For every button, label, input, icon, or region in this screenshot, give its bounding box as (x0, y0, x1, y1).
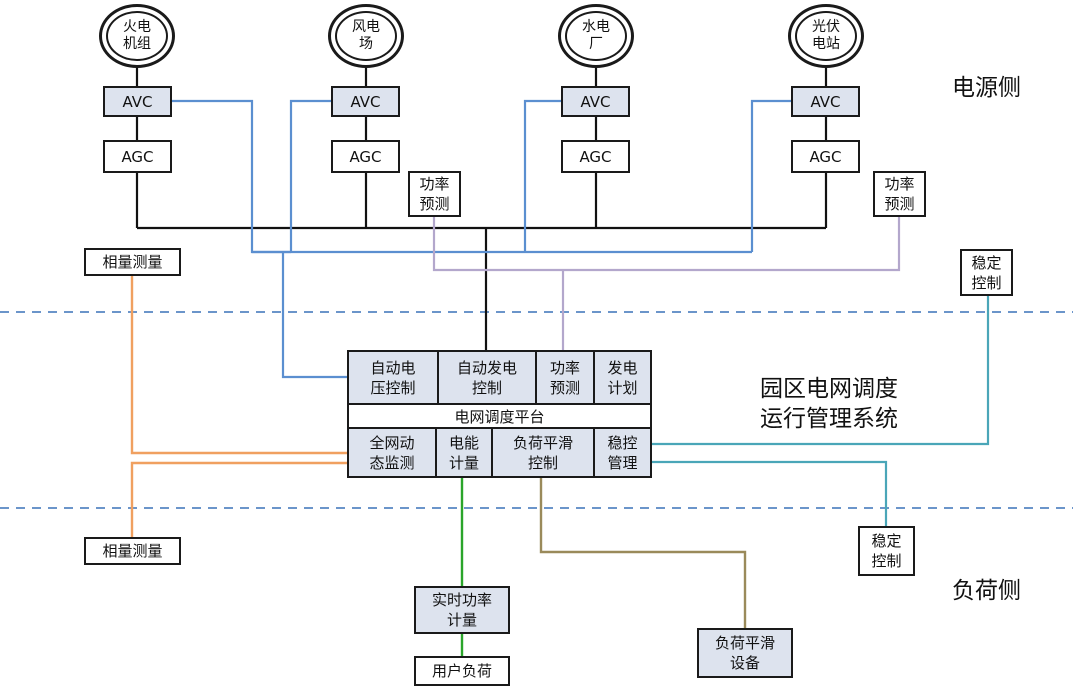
avc-lines (172, 99, 791, 379)
agc-box: AGC (561, 140, 630, 173)
avc-box: AVC (791, 86, 860, 117)
generator-label: 火电 机组 (106, 11, 168, 61)
thermal-generator: 火电 机组 (99, 4, 175, 68)
cell-divider (535, 352, 537, 403)
power-forecast-cell: 功率 预测 (537, 352, 593, 403)
platform-title: 电网调度平台 (349, 403, 650, 429)
energy-metering-cell: 电能 计量 (437, 429, 491, 476)
load-smoothing-device-box: 负荷平滑 设备 (697, 628, 793, 678)
forecast-lines (432, 216, 901, 350)
power-forecast-box: 功率 预测 (408, 171, 461, 217)
cell-divider (491, 429, 493, 476)
stability-management-cell: 稳控 管理 (595, 429, 650, 476)
cell-divider (437, 352, 439, 403)
hydro-plant-generator: 水电 厂 (558, 4, 634, 68)
generator-label: 水电 厂 (565, 11, 627, 61)
load-smoothing-control-cell: 负荷平滑 控制 (493, 429, 593, 476)
realtime-power-metering-box: 实时功率 计量 (414, 586, 510, 634)
avc-box: AVC (561, 86, 630, 117)
stability-lines (652, 296, 990, 527)
wind-farm-generator: 风电 场 (328, 4, 404, 68)
dynamic-monitoring-cell: 全网动 态监测 (349, 429, 435, 476)
cell-divider (593, 429, 595, 476)
agc-box: AGC (331, 140, 400, 173)
auto-voltage-control-cell: 自动电 压控制 (349, 352, 437, 403)
pv-station-generator: 光伏 电站 (788, 4, 864, 68)
system-name-label: 园区电网调度 运行管理系统 (760, 376, 898, 432)
phasor-lines (130, 274, 347, 539)
dispatch-platform: 自动电 压控制 自动发电 控制 功率 预测 发电 计划 电网调度平台 全网动 态… (347, 350, 652, 478)
avc-box: AVC (331, 86, 400, 117)
cell-divider (593, 352, 595, 403)
cell-divider (435, 429, 437, 476)
agc-box: AGC (103, 140, 172, 173)
user-load-box: 用户负荷 (414, 656, 510, 686)
auto-generation-control-cell: 自动发电 控制 (439, 352, 535, 403)
stability-control-box: 稳定 控制 (858, 526, 915, 576)
stability-control-box: 稳定 控制 (960, 249, 1013, 296)
phasor-measurement-box: 相量测量 (84, 248, 181, 276)
power-forecast-box: 功率 预测 (873, 171, 926, 217)
generator-label: 风电 场 (335, 11, 397, 61)
smoothing-line (539, 478, 747, 628)
phasor-measurement-box: 相量测量 (84, 537, 181, 565)
source-side-label: 电源侧 (952, 75, 1021, 101)
load-side-label: 负荷侧 (952, 578, 1021, 604)
generation-plan-cell: 发电 计划 (595, 352, 650, 403)
avc-box: AVC (103, 86, 172, 117)
generation-bus (135, 60, 828, 350)
agc-box: AGC (791, 140, 860, 173)
generator-label: 光伏 电站 (795, 11, 857, 61)
